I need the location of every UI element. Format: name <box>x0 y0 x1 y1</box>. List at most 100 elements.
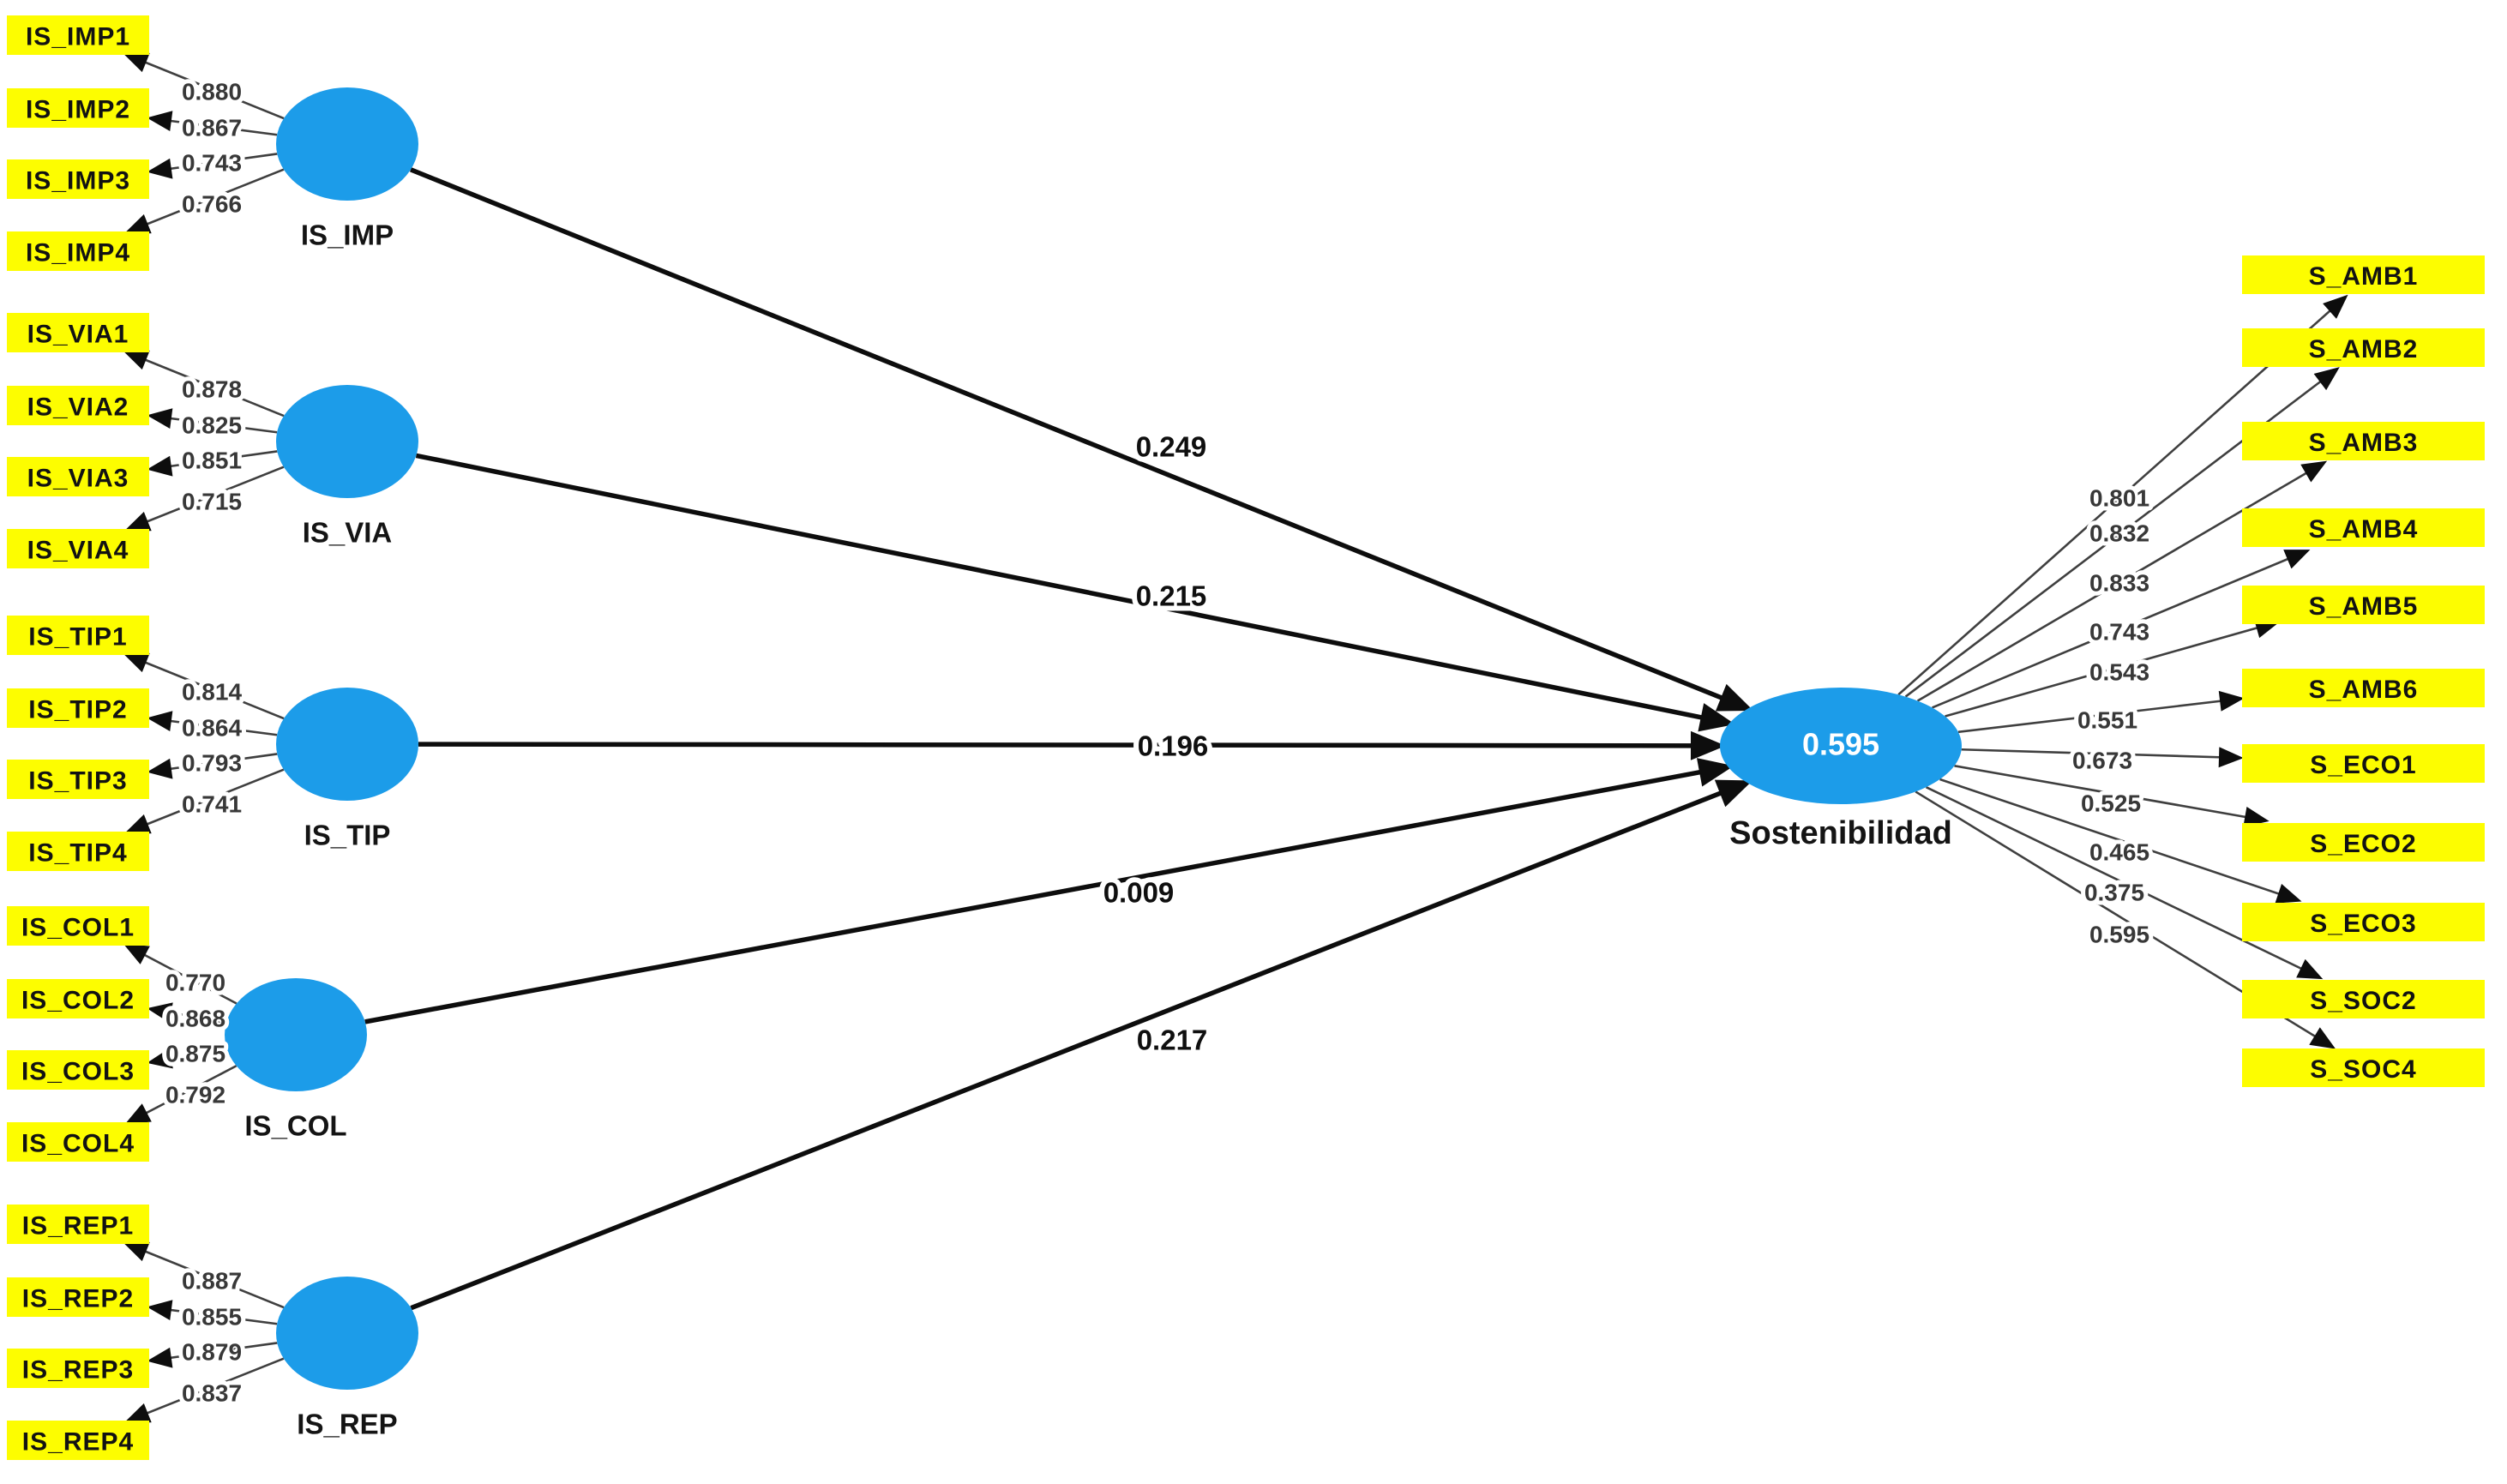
measurement-arrow[interactable] <box>123 350 285 418</box>
indicator-label: IS_VIA1 <box>27 321 129 349</box>
loading-value: 0.801 <box>2089 485 2149 512</box>
construct-ellipse[interactable] <box>276 385 418 498</box>
indicator-box[interactable] <box>7 457 149 496</box>
indicator-box[interactable] <box>2242 508 2485 547</box>
indicator-box[interactable] <box>7 688 149 728</box>
indicator-box[interactable] <box>7 1205 149 1244</box>
measurement-arrow[interactable] <box>124 1357 285 1423</box>
indicator-box[interactable] <box>2242 1048 2485 1087</box>
indicator-box[interactable] <box>7 1277 149 1317</box>
measurement-arrow[interactable] <box>147 408 278 434</box>
structural-path-arrow[interactable] <box>410 779 1753 1311</box>
loading-value: 0.673 <box>2072 748 2132 774</box>
measurement-arrow[interactable] <box>1916 460 2328 702</box>
indicator-box[interactable] <box>2242 980 2485 1018</box>
loading-value: 0.833 <box>2089 570 2149 597</box>
measurement-arrow[interactable] <box>147 1002 227 1024</box>
construct-ellipse[interactable] <box>276 1277 418 1390</box>
measurement-arrow[interactable] <box>147 153 278 179</box>
loading-value: 0.543 <box>2089 659 2149 686</box>
indicator-box[interactable] <box>2242 586 2485 624</box>
loading-value: 0.825 <box>182 412 242 439</box>
indicator-box[interactable] <box>7 386 149 425</box>
loading-value: 0.595 <box>2089 922 2149 948</box>
measurement-arrow[interactable] <box>1932 550 2311 709</box>
loading-value: 0.880 <box>182 79 242 105</box>
indicator-box[interactable] <box>2242 823 2485 862</box>
outcome-ellipse[interactable] <box>1720 688 1962 804</box>
indicator-box[interactable] <box>7 1050 149 1090</box>
measurement-arrow[interactable] <box>123 652 285 720</box>
indicator-box[interactable] <box>7 88 149 128</box>
construct-ellipse[interactable] <box>276 87 418 201</box>
loading-value: 0.814 <box>182 679 242 706</box>
measurement-arrow[interactable] <box>147 711 278 736</box>
construct-name: IS_TIP <box>304 820 391 851</box>
loading-value: 0.743 <box>182 150 242 177</box>
structural-path-arrow[interactable] <box>418 730 1726 760</box>
structural-path-arrow[interactable] <box>415 453 1735 732</box>
measurement-arrow[interactable] <box>147 1300 278 1325</box>
measurement-arrow[interactable] <box>147 1047 227 1069</box>
indicator-box[interactable] <box>7 15 149 55</box>
measurement-arrow[interactable] <box>1925 785 2324 980</box>
outcome-name: Sostenibilidad <box>1729 815 1952 851</box>
indicator-box[interactable] <box>2242 744 2485 783</box>
path-coefficient: 0.217 <box>1137 1024 1208 1056</box>
construct-name: IS_IMP <box>301 219 394 251</box>
measurement-arrow[interactable] <box>123 1241 285 1309</box>
indicator-label: IS_VIA4 <box>27 537 129 565</box>
indicator-box[interactable] <box>2242 903 2485 941</box>
indicator-label: IS_REP3 <box>22 1356 134 1385</box>
loading-value: 0.743 <box>2089 619 2149 646</box>
indicator-box[interactable] <box>7 1349 149 1388</box>
indicator-label: S_SOC4 <box>2310 1055 2416 1084</box>
construct-ellipse[interactable] <box>276 688 418 801</box>
indicator-box[interactable] <box>7 760 149 799</box>
indicator-label: IS_VIA2 <box>27 394 129 422</box>
indicator-box[interactable] <box>7 832 149 871</box>
indicator-box[interactable] <box>7 159 149 199</box>
construct-ellipse[interactable] <box>225 978 367 1091</box>
measurement-arrow[interactable] <box>124 1065 237 1125</box>
measurement-arrow[interactable] <box>1957 690 2245 734</box>
indicator-box[interactable] <box>7 906 149 946</box>
loading-value: 0.792 <box>165 1082 225 1108</box>
path-coefficient: 0.249 <box>1136 431 1207 463</box>
measurement-arrow[interactable] <box>124 466 285 532</box>
measurement-arrow[interactable] <box>124 768 285 834</box>
indicator-box[interactable] <box>2242 422 2485 460</box>
loading-value: 0.879 <box>182 1339 242 1366</box>
measurement-arrow[interactable] <box>1961 747 2244 768</box>
loading-value: 0.793 <box>182 750 242 777</box>
indicator-box[interactable] <box>2242 255 2485 294</box>
indicator-box[interactable] <box>7 529 149 568</box>
indicator-box[interactable] <box>7 231 149 271</box>
structural-path-arrow[interactable] <box>364 758 1734 1024</box>
structural-path-arrow[interactable] <box>410 167 1754 712</box>
measurement-arrow[interactable] <box>147 753 278 779</box>
indicator-box[interactable] <box>7 313 149 352</box>
indicator-label: IS_VIA3 <box>27 465 129 493</box>
indicator-box[interactable] <box>7 1421 149 1460</box>
loading-value: 0.875 <box>165 1041 225 1067</box>
indicator-box[interactable] <box>7 616 149 655</box>
measurement-arrow[interactable] <box>1939 778 2302 904</box>
indicator-box[interactable] <box>7 1122 149 1162</box>
indicator-box[interactable] <box>2242 669 2485 707</box>
construct-name: IS_REP <box>297 1409 397 1440</box>
measurement-arrow[interactable] <box>124 168 285 234</box>
loading-value: 0.864 <box>182 715 242 742</box>
measurement-arrow[interactable] <box>147 111 278 136</box>
measurement-arrow[interactable] <box>1954 765 2270 827</box>
construct-name: IS_COL <box>244 1110 346 1142</box>
measurement-arrow[interactable] <box>147 1342 278 1368</box>
measurement-arrow[interactable] <box>147 450 278 477</box>
measurement-arrow[interactable] <box>123 943 237 1005</box>
indicator-box[interactable] <box>2242 328 2485 367</box>
indicator-box[interactable] <box>7 979 149 1018</box>
path-coefficient: 0.215 <box>1136 580 1207 612</box>
measurement-arrow[interactable] <box>1945 618 2281 718</box>
measurement-arrow[interactable] <box>123 52 285 120</box>
